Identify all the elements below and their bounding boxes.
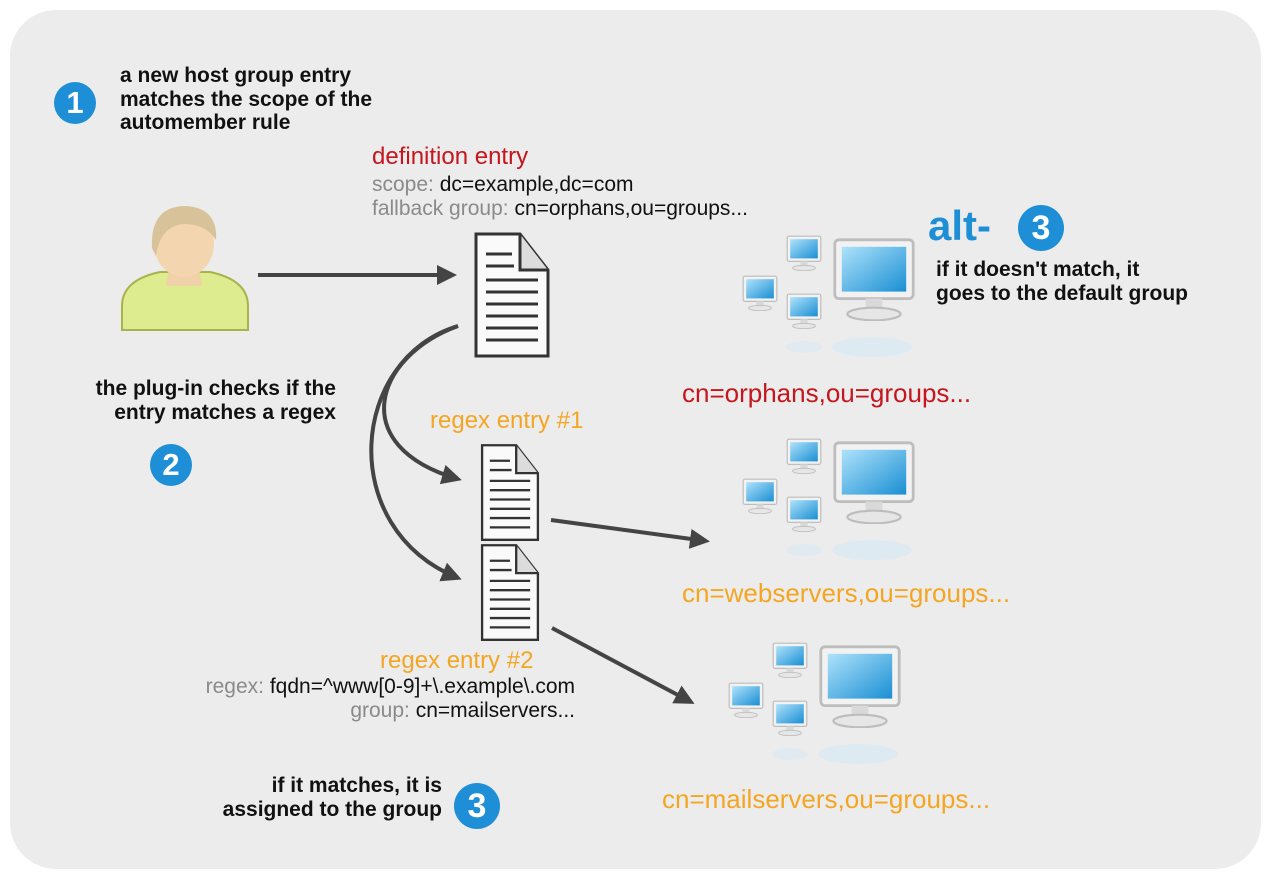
step2-badge: 2 — [150, 444, 192, 486]
step1-badge: 1 — [54, 82, 96, 124]
webservers-servers-icon — [743, 439, 913, 560]
diagram-panel: 1 a new host group entry matches the sco… — [10, 10, 1261, 869]
orphans-group-label: cn=orphans,ou=groups... — [682, 378, 972, 408]
user-icon — [121, 206, 249, 331]
webservers-group-label: cn=webservers,ou=groups... — [682, 578, 1011, 608]
regex1-title: regex entry #1 — [430, 407, 584, 434]
arrow-regex1-to-webservers — [550, 518, 710, 549]
step2-text: the plug-in checks if the entry matches … — [95, 377, 336, 424]
regex2-title: regex entry #2 — [380, 647, 534, 674]
definition-document-icon — [474, 232, 550, 358]
diagram-artwork — [121, 206, 1261, 869]
step3-text: if it matches, it is assigned to the gro… — [222, 774, 442, 821]
arrow-regex2-to-mailservers — [551, 626, 695, 704]
regex2-regex: regex: fqdn=^www[0-9]+\.example\.com — [205, 675, 575, 698]
arrow-definition-to-regex2 — [369, 324, 462, 582]
definition-fallback: fallback group: cn=orphans,ou=groups... — [372, 197, 748, 220]
definition-scope: scope: dc=example,dc=com — [372, 173, 634, 196]
regex2-group: group: cn=mailservers... — [350, 699, 575, 722]
mailservers-group-label: cn=mailservers,ou=groups... — [662, 784, 991, 814]
alt3-badge: 3 — [1018, 205, 1064, 251]
mailservers-servers-icon — [729, 643, 899, 764]
definition-title: definition entry — [372, 143, 529, 170]
alt3-prefix: alt- — [928, 202, 991, 249]
step1-text: a new host group entry matches the scope… — [120, 64, 373, 135]
step3-badge: 3 — [454, 783, 500, 829]
orphans-servers-icon — [743, 236, 913, 357]
regex1-document-icon — [480, 444, 540, 541]
alt3-text: if it doesn't match, it goes to the defa… — [936, 258, 1188, 305]
arrow-definition-to-regex1 — [382, 324, 462, 485]
regex2-document-icon — [480, 544, 540, 641]
